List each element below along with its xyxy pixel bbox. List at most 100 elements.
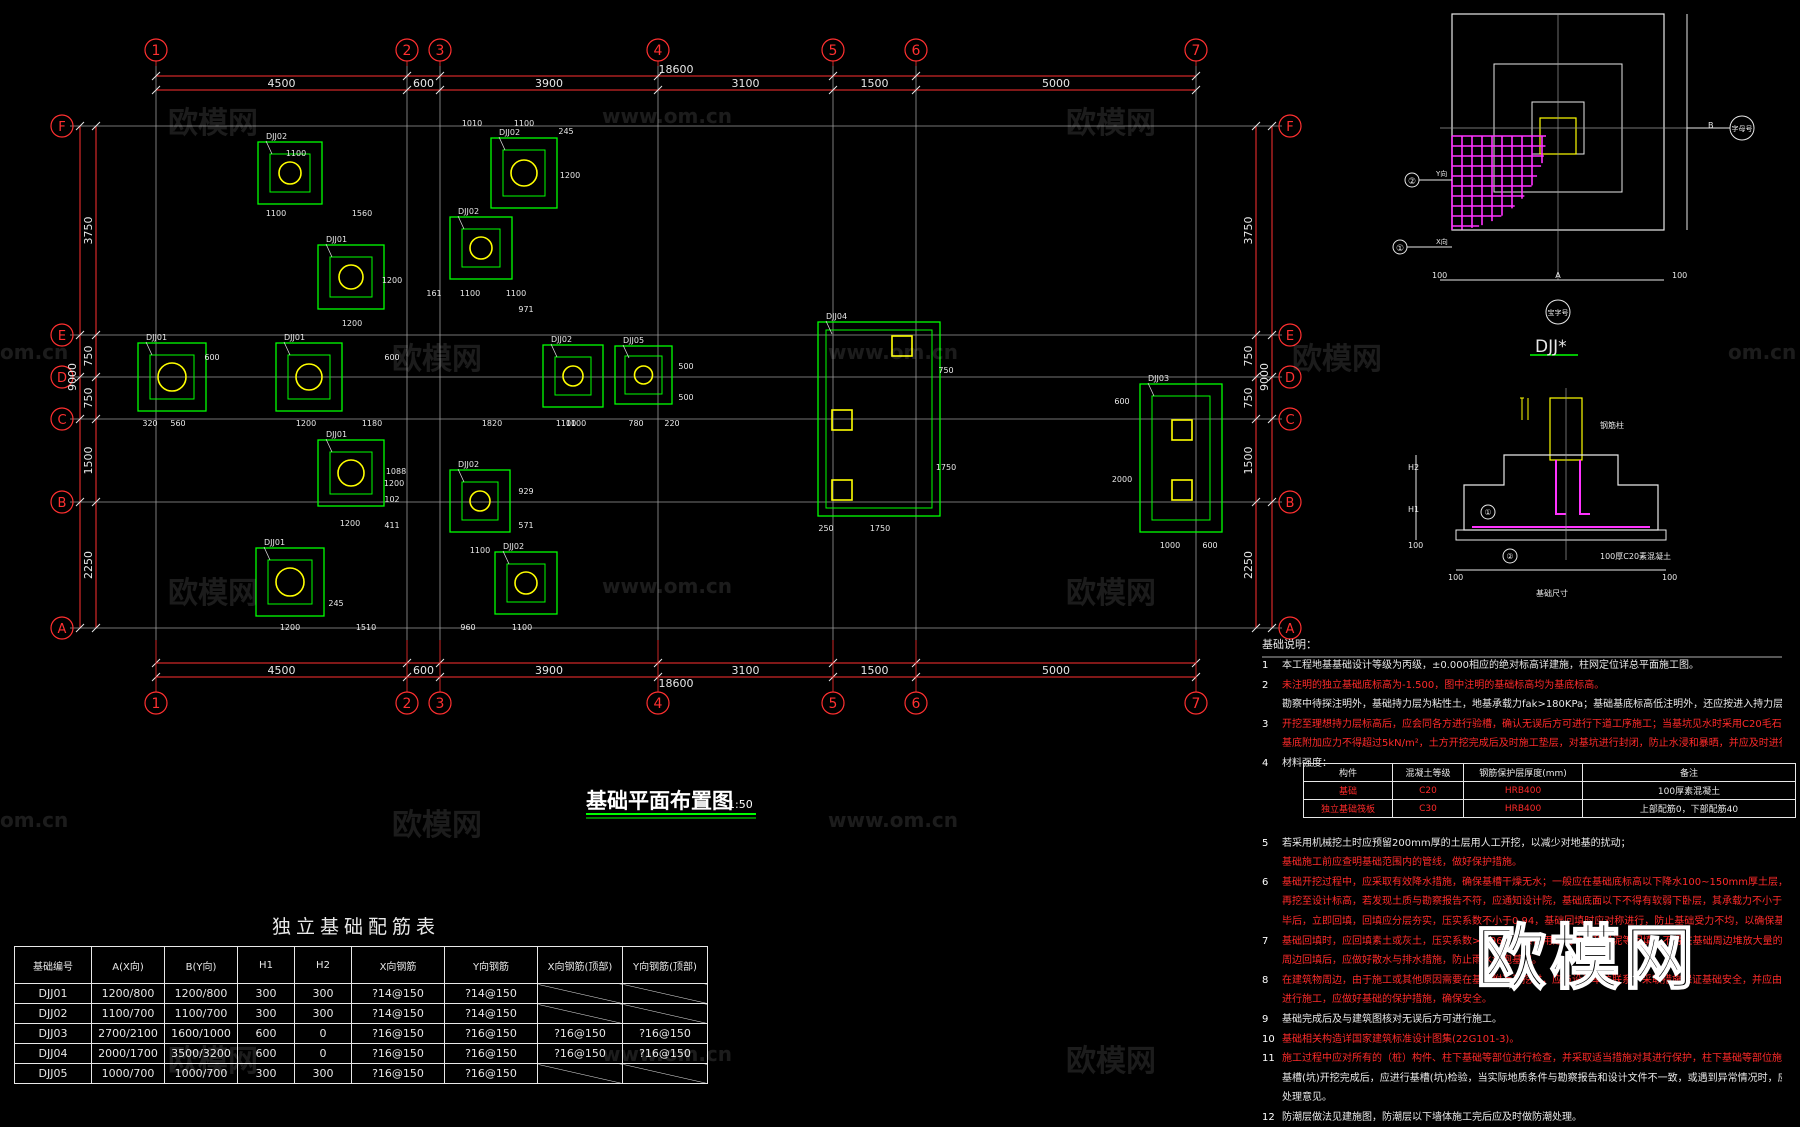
detail-dim: A — [1555, 271, 1561, 280]
rebar-cell: DJJ03 — [14, 1023, 92, 1044]
watermark-url: om.cn — [0, 808, 69, 832]
note-text: 施工过程中应对所有的（桩）构件、柱下基础等部位进行检查，并采取适当措施对其进行保… — [1282, 1053, 1782, 1065]
rebar-cell — [622, 983, 708, 1004]
footing-dim: 600 — [204, 353, 219, 362]
top-dim: 600 — [413, 77, 434, 90]
axis-bubble-7: 7 — [1184, 640, 1208, 715]
footing-dim: 960 — [460, 623, 475, 632]
rebar-cell: ?14@150 — [444, 983, 538, 1004]
footing-dim: 1200 — [280, 623, 300, 632]
tick — [402, 71, 412, 81]
rebar-header: X向钢筋(顶部) — [537, 946, 623, 984]
tick — [828, 71, 838, 81]
rebar-header: Y向钢筋(顶部) — [622, 946, 708, 984]
rebar-cell: 300 — [294, 983, 352, 1004]
footing — [490, 137, 558, 209]
rebar-cell: ?16@150 — [351, 1023, 445, 1044]
svg-text:B: B — [1286, 496, 1295, 511]
bottom-dim: 3100 — [732, 664, 760, 677]
rebar-cell: 2700/2100 — [91, 1023, 165, 1044]
watermark: 欧模网 — [1066, 1044, 1156, 1079]
svg-text:6: 6 — [912, 696, 921, 712]
footing-dim: 1010 — [462, 119, 482, 128]
tick — [828, 85, 838, 95]
tick — [1191, 85, 1201, 95]
footing-dim: 1100 — [556, 419, 576, 428]
tick — [151, 85, 161, 95]
detail-dim: 100 — [1672, 271, 1687, 280]
tick — [1267, 497, 1277, 507]
tick — [1251, 121, 1261, 131]
footing-dim: 560 — [170, 419, 185, 428]
footing-dim: 320 — [142, 419, 157, 428]
axis-bubble-A: A — [1278, 616, 1302, 640]
axis-bubble-3: 3 — [428, 640, 452, 715]
tick — [1267, 372, 1277, 382]
footing-dim: 1100 — [460, 289, 480, 298]
axis-bubble-4: 4 — [646, 640, 670, 715]
footing-dim: 220 — [664, 419, 679, 428]
footing-dim: 1200 — [340, 519, 360, 528]
tick — [91, 121, 101, 131]
left-dim: 1500 — [82, 447, 95, 475]
bottom-dim: 4500 — [268, 664, 296, 677]
note-text: 毕后，立即回填，回填应分层夯实，压实系数不小于0.94，基础回填时应对称进行，防… — [1282, 915, 1782, 927]
note-number: 7 — [1262, 935, 1269, 947]
svg-text:C: C — [57, 413, 66, 428]
axis-bubble-2: 2 — [395, 38, 419, 66]
svg-text:7: 7 — [1192, 43, 1201, 59]
footing-dim: 411 — [384, 521, 399, 530]
rebar-cell: 0 — [294, 1023, 352, 1044]
note-text: 勘察中待探注明外，基础持力层为粘性土，地基承载力fak>180KPa；基础基底标… — [1282, 699, 1782, 711]
watermark: 欧模网 — [392, 808, 482, 843]
tick — [75, 497, 85, 507]
note-number: 6 — [1262, 876, 1269, 888]
tick — [653, 85, 663, 95]
top-dim: 3900 — [535, 77, 563, 90]
watermark-url: www.om.cn — [602, 1042, 733, 1066]
rebar-cell — [622, 1063, 708, 1084]
footing-dim: 1000 — [1160, 541, 1180, 550]
rebar-cell: 1000/700 — [164, 1063, 238, 1084]
detail-label: DJJ* — [1535, 337, 1567, 357]
note-text: 再挖至设计标高，若发现土质与勘察报告不符，应通知设计院，基础底面以下不得有软弱下… — [1282, 896, 1782, 908]
watermark: 欧模网 — [1066, 106, 1156, 141]
watermark-url: www.om.cn — [828, 808, 959, 832]
rebar-cell: 300 — [237, 983, 295, 1004]
watermark-url: www.om.cn — [602, 574, 733, 598]
footing — [317, 244, 385, 310]
note-line: 基槽(坑)开挖完成后，应进行基槽(坑)检验，当实际地质条件与勘察报告和设计文件不… — [1262, 1069, 1782, 1089]
tick — [1251, 623, 1261, 633]
watermark: 欧模网 — [1066, 576, 1156, 611]
footing-dim: 1750 — [936, 463, 956, 472]
plan-title: 基础平面布置图 — [586, 789, 733, 813]
watermark: 欧模网 — [1292, 342, 1382, 377]
watermark-url: www.om.cn — [828, 340, 959, 364]
footing — [542, 344, 604, 408]
footing-label: DJJ01 — [284, 333, 305, 342]
footing-dim: 971 — [518, 305, 533, 314]
rebar-header: H1 — [237, 946, 295, 984]
svg-text:1: 1 — [152, 696, 161, 712]
section-text: 基础尺寸 — [1536, 588, 1568, 598]
detail-marker: ② — [1408, 177, 1416, 187]
footing-label: DJJ02 — [266, 132, 287, 141]
note-line: 勘察中待探注明外，基础持力层为粘性土，地基承载力fak>180KPa；基础基底标… — [1262, 695, 1782, 715]
note-text: 基槽(坑)开挖完成后，应进行基槽(坑)检验，当实际地质条件与勘察报告和设计文件不… — [1282, 1072, 1782, 1084]
section-marker: ② — [1506, 552, 1513, 561]
axis-bubble-7: 7 — [1184, 38, 1208, 66]
brand-logo: 欧模网 — [1475, 916, 1698, 1000]
axis-bubble-F: F — [1278, 114, 1302, 138]
tick — [911, 85, 921, 95]
note-number: 9 — [1262, 1013, 1269, 1025]
rebar-mesh — [1451, 135, 1546, 230]
rebar-header: Y向钢筋 — [444, 946, 538, 984]
tick — [653, 71, 663, 81]
